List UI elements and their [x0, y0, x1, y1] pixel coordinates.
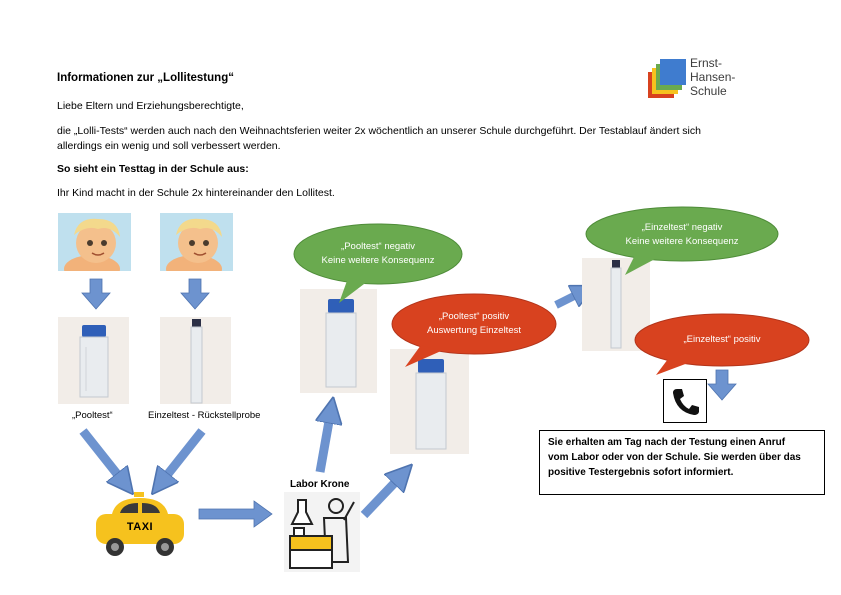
phone-icon	[663, 379, 707, 423]
pooltest-label: „Pooltest“	[72, 410, 113, 421]
bubble-einzel-positive-line1: „Einzeltest“ positiv	[683, 334, 761, 345]
logo-line-3: Schule	[690, 84, 727, 98]
bubble-einzel-negative-line1: „Einzeltest“ negativ	[641, 221, 723, 233]
info-box-line2: vom Labor oder von der Schule. Sie werde…	[548, 452, 801, 463]
lab-worker-icon	[284, 492, 360, 572]
arrow-icon	[554, 291, 584, 309]
tube-icon	[300, 289, 377, 393]
info-box: Sie erhalten am Tag nach der Testung ein…	[539, 430, 825, 495]
arrow-icon	[180, 278, 210, 310]
page-title: Informationen zur „Lollitestung“	[57, 72, 234, 84]
child-illustration-icon	[58, 213, 131, 271]
intro-line-2: allerdings ein wenig und soll verbessert…	[57, 140, 281, 152]
step-text: Ihr Kind macht in der Schule 2x hinterei…	[57, 187, 335, 199]
labor-label: Labor Krone	[290, 479, 350, 490]
bubble-pool-negative-line1: „Pooltest“ negativ	[341, 241, 415, 252]
logo-line-2: Hansen-	[690, 70, 736, 84]
bubble-pool-positive-line1: „Pooltest“ positiv	[438, 311, 510, 322]
arrow-icon	[320, 410, 331, 473]
school-logo: Ernst- Hansen- Schule	[646, 56, 756, 102]
bubble-einzel-positive: „Einzeltest“ positiv	[634, 313, 810, 375]
bubble-einzel-negative-line2: Keine weitere Konsequenz	[625, 235, 739, 247]
bubble-pool-negative-line2: Keine weitere Konsequenz	[321, 255, 435, 266]
logo-line-1: Ernst-	[690, 56, 723, 70]
tube-icon	[58, 317, 129, 404]
tube-icon	[160, 317, 231, 404]
tube-icon	[390, 349, 469, 454]
intro-line-1: die „Lolli-Tests“ werden auch nach den W…	[57, 125, 701, 137]
subheading: So sieht ein Testtag in der Schule aus:	[57, 163, 249, 175]
arrow-icon	[160, 428, 206, 484]
arrow-icon	[360, 474, 403, 519]
taxi-sign: TAXI	[126, 521, 154, 533]
child-illustration-icon	[160, 213, 233, 271]
arrow-icon	[198, 500, 273, 528]
einzeltest-label: Einzeltest - Rückstellprobe	[148, 410, 261, 421]
info-box-line3: positive Testergebnis sofort informiert.	[548, 467, 734, 478]
bubble-pool-positive-line2: Auswertung Einzeltest	[427, 325, 521, 336]
arrow-icon	[81, 278, 111, 310]
greeting-text: Liebe Eltern und Erziehungsberechtigte,	[57, 100, 244, 112]
taxi-icon: TAXI	[90, 492, 190, 560]
logo-squares-icon	[648, 59, 686, 98]
info-box-line1: Sie erhalten am Tag nach der Testung ein…	[548, 437, 786, 448]
arrow-icon	[707, 369, 737, 401]
arrow-icon	[79, 428, 125, 484]
